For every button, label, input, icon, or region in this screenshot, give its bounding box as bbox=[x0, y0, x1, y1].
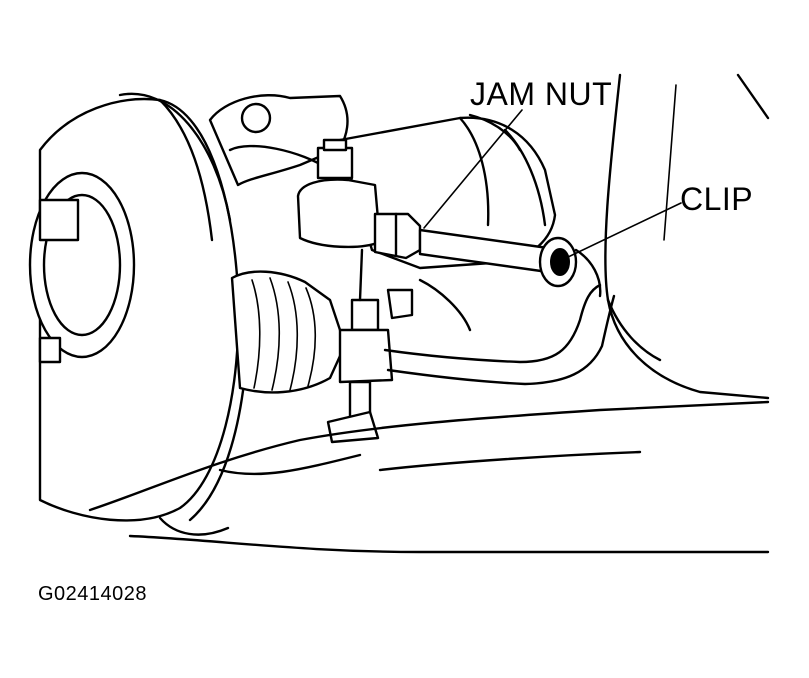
jam-nut-label: JAM NUT bbox=[470, 76, 613, 112]
clip bbox=[538, 236, 602, 298]
stabilizer-link bbox=[326, 248, 394, 444]
lower-control-arm bbox=[88, 298, 770, 554]
clip-label: CLIP bbox=[680, 181, 754, 217]
figure-code: G02414028 bbox=[38, 583, 148, 605]
frame-panel bbox=[604, 73, 770, 400]
stabilizer-bar bbox=[383, 278, 616, 386]
leader-lines bbox=[423, 109, 682, 259]
rack-boot bbox=[230, 270, 347, 394]
brake-drum bbox=[28, 92, 250, 522]
steering-knuckle bbox=[208, 94, 349, 187]
tie-rod-end bbox=[296, 138, 422, 260]
